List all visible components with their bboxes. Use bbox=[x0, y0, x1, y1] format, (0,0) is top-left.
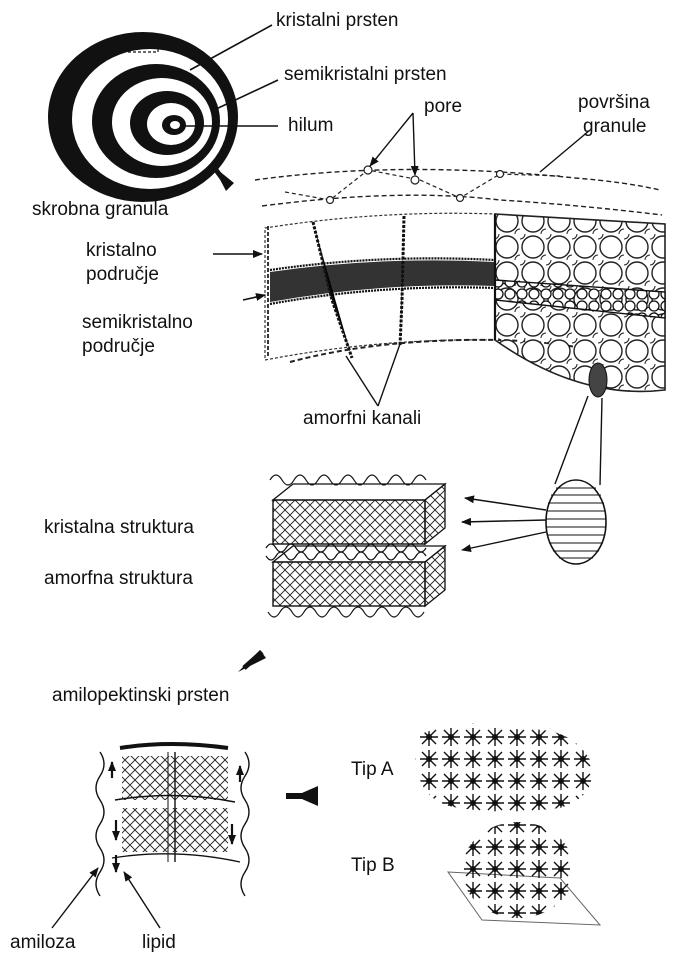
semicrystal-region-label-line2: područje bbox=[82, 336, 155, 358]
surface-label-line1: površina bbox=[578, 92, 650, 114]
amylose-label: amiloza bbox=[10, 932, 75, 954]
zoom-arrow-2 bbox=[462, 520, 546, 522]
type-b-label: Tip B bbox=[351, 855, 395, 877]
channel-leader-left bbox=[346, 356, 378, 406]
pore-leader-left bbox=[370, 113, 413, 166]
pores-label: pore bbox=[424, 96, 462, 118]
type-a-label: Tip A bbox=[351, 759, 394, 781]
semicrystal-ring-label: semikristalni prsten bbox=[284, 64, 447, 86]
amorphous-structure-label: amorfna struktura bbox=[44, 568, 193, 590]
pore-leader-right bbox=[413, 113, 415, 175]
amylopectin-lamellae bbox=[96, 744, 249, 896]
amorphous-channels-label: amorfni kanali bbox=[303, 408, 421, 430]
amylopectin-ring-label: amilopektinski prsten bbox=[52, 685, 229, 707]
lipid-label: lipid bbox=[142, 932, 176, 954]
amylose-leader bbox=[52, 868, 98, 928]
lipid-leader bbox=[124, 872, 160, 928]
starch-granule-rings bbox=[48, 32, 238, 202]
crystal-region-label-line2: područje bbox=[86, 264, 159, 286]
starch-granule-label: skrobna granula bbox=[32, 199, 168, 221]
zoom-line-left bbox=[555, 396, 588, 484]
granule-section bbox=[255, 166, 665, 397]
hilum-label: hilum bbox=[288, 115, 333, 137]
crystal-ring-label: kristalni prsten bbox=[276, 10, 399, 32]
semicrystal-region-label-line1: semikristalno bbox=[82, 312, 193, 334]
zoom-arrow-1 bbox=[465, 498, 546, 510]
channel-leader-right bbox=[378, 344, 400, 406]
type-b-packing bbox=[448, 822, 600, 925]
crystal-ring-leader bbox=[190, 25, 272, 70]
zoom-arrow-3 bbox=[462, 532, 546, 550]
striated-ellipse bbox=[546, 480, 606, 564]
crystal-region-label-line1: kristalno bbox=[86, 240, 157, 262]
surface-label-line2: granule bbox=[583, 116, 646, 138]
crystal-amorphous-blocks bbox=[266, 475, 445, 617]
semicrystal-region-arrow bbox=[243, 295, 265, 300]
zoom-line-right bbox=[600, 398, 602, 485]
type-a-packing bbox=[415, 724, 592, 812]
crystal-structure-label: kristalna struktura bbox=[44, 517, 194, 539]
